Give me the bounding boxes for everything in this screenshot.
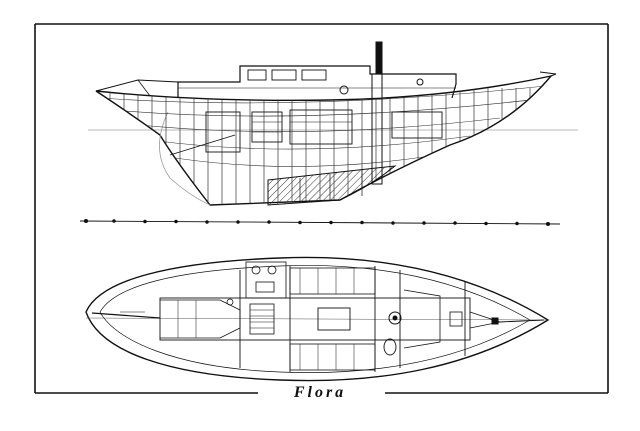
- bow-pulpit: [499, 319, 545, 323]
- cabin-window: [247, 69, 267, 81]
- bunk: [289, 343, 376, 371]
- prop-shaft: [169, 134, 236, 156]
- winch: [226, 298, 234, 306]
- galley-counter: [289, 109, 353, 145]
- stove-burner: [267, 265, 277, 275]
- plan-view: [85, 256, 550, 382]
- deckhouse: [177, 65, 457, 99]
- profile-view: [88, 41, 578, 206]
- companionway: [249, 303, 275, 335]
- engine: [205, 111, 241, 153]
- porthole: [416, 78, 424, 86]
- cabin-trunk: [159, 297, 471, 341]
- saloon-table: [317, 307, 351, 331]
- tiller: [91, 312, 161, 319]
- cabin-window: [301, 69, 327, 81]
- hull-profile: [95, 74, 553, 206]
- stern-pulpit: [95, 79, 179, 92]
- cockpit: [160, 299, 241, 339]
- cabin-window: [271, 69, 297, 81]
- mast-step: [388, 311, 402, 325]
- ballast-keel: [267, 165, 397, 206]
- head-toilet: [383, 338, 397, 356]
- sink: [255, 281, 275, 293]
- settee: [391, 111, 443, 139]
- chain-locker: [449, 311, 463, 327]
- porthole: [339, 85, 349, 95]
- centerline: [85, 317, 549, 321]
- stovepipe: [375, 41, 383, 75]
- bunk: [289, 267, 376, 295]
- stove-burner: [251, 265, 261, 275]
- bunk: [251, 111, 283, 143]
- windlass: [491, 317, 499, 325]
- galley: [245, 261, 287, 299]
- drawing-frame: [34, 23, 609, 394]
- mast: [371, 73, 383, 185]
- plan-title: Flora: [293, 384, 347, 401]
- bow-stem: [539, 71, 557, 77]
- station-scale: [79, 218, 561, 227]
- hanging-locker: [403, 289, 441, 349]
- rudder: [159, 111, 211, 206]
